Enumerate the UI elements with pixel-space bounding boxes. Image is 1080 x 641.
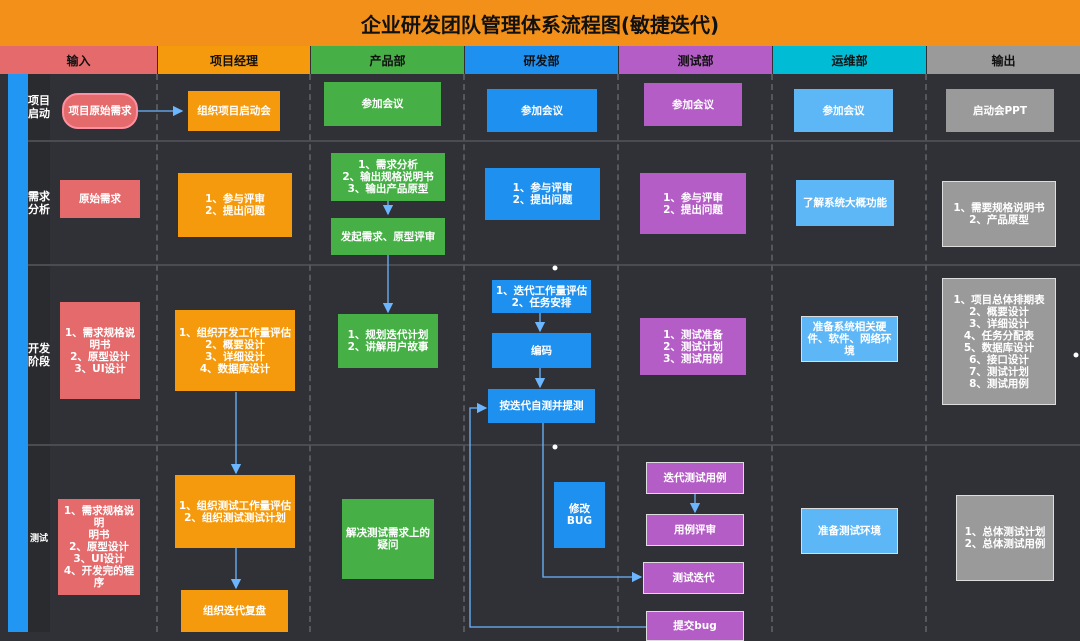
row-label-dev: 开发 阶段 bbox=[28, 266, 50, 444]
node-test-inputs: 1、需求规格说明 明书 2、原型设计 3、UI设计 4、开发完的程 序 bbox=[58, 499, 140, 595]
node-dev-inputs: 1、需求规格说 明书 2、原型设计 3、UI设计 bbox=[60, 302, 140, 399]
node-initiate-review: 发起需求、原型评审 bbox=[331, 218, 445, 255]
column-divider bbox=[309, 74, 311, 632]
node-raw-requirements: 原始需求 bbox=[60, 180, 140, 218]
column-header-output: 输出 bbox=[927, 46, 1080, 74]
node-resolve-test-questions: 解决测试需求上的 疑问 bbox=[342, 499, 434, 579]
node-test-preparation: 1、测试准备 2、测试计划 3、测试用例 bbox=[640, 318, 746, 375]
row-label-test: 测试 bbox=[28, 446, 50, 632]
column-header-product: 产品部 bbox=[311, 46, 465, 74]
node-iteration-plan: 1、规划迭代计划 2、讲解用户故事 bbox=[338, 314, 438, 368]
node-requirement-analysis: 1、需求分析 2、输出规格说明书 3、输出产品原型 bbox=[331, 153, 445, 201]
column-divider bbox=[925, 74, 927, 632]
node-self-test-submit: 按迭代自测并提测 bbox=[488, 389, 595, 423]
node-test-attend-meeting: 参加会议 bbox=[644, 83, 742, 126]
node-organize-kickoff: 组织项目启动会 bbox=[188, 91, 280, 131]
node-product-attend-meeting: 参加会议 bbox=[324, 82, 441, 126]
column-divider bbox=[617, 74, 619, 632]
column-header-dev: 研发部 bbox=[465, 46, 619, 74]
row-label-analysis: 需求 分析 bbox=[28, 142, 50, 264]
node-case-review: 用例评审 bbox=[646, 514, 744, 546]
left-strip bbox=[8, 74, 28, 632]
node-iteration-estimate: 1、迭代工作量评估 2、任务安排 bbox=[492, 280, 591, 313]
node-iteration-retrospective: 组织迭代复盘 bbox=[181, 590, 288, 632]
node-organize-dev-estimate: 1、组织开发工作量评估 2、概要设计 3、详细设计 4、数据库设计 bbox=[175, 310, 295, 391]
node-project-raw-requirements: 项目原始需求 bbox=[62, 93, 138, 129]
node-submit-bug: 提交bug bbox=[646, 611, 744, 641]
node-dev-review: 1、参与评审 2、提出问题 bbox=[485, 168, 600, 220]
node-organize-test-estimate: 1、组织测试工作量评估 2、组织测试测试计划 bbox=[175, 475, 295, 548]
column-header-ops: 运维部 bbox=[773, 46, 927, 74]
row-label-kickoff: 项目 启动 bbox=[28, 74, 50, 140]
page-title: 企业研发团队管理体系流程图(敏捷迭代) bbox=[0, 0, 1080, 46]
node-dev-attend-meeting: 参加会议 bbox=[487, 89, 597, 132]
node-fix-bug: 修改 BUG bbox=[554, 482, 605, 548]
column-header-pm: 项目经理 bbox=[158, 46, 311, 74]
column-divider bbox=[156, 74, 158, 632]
node-output-kickoff-ppt: 启动会PPT bbox=[946, 89, 1054, 132]
node-iteration-test-cases: 迭代测试用例 bbox=[646, 462, 744, 494]
node-test-review: 1、参与评审 2、提出问题 bbox=[640, 173, 746, 234]
node-ops-attend-meeting: 参加会议 bbox=[794, 89, 893, 132]
column-header-test: 测试部 bbox=[619, 46, 773, 74]
node-coding: 编码 bbox=[492, 333, 591, 368]
column-divider bbox=[463, 74, 465, 632]
node-prepare-environment: 准备系统相关硬 件、软件、网络环 境 bbox=[801, 316, 898, 362]
node-output-spec: 1、需要规格说明书 2、产品原型 bbox=[942, 181, 1056, 247]
row-divider bbox=[28, 264, 1080, 266]
node-output-test-plan: 1、总体测试计划 2、总体测试用例 bbox=[956, 495, 1054, 581]
column-header-input: 输入 bbox=[0, 46, 158, 74]
row-divider bbox=[28, 140, 1080, 142]
column-divider bbox=[771, 74, 773, 632]
node-ops-understand: 了解系统大概功能 bbox=[796, 180, 894, 226]
node-output-dev-docs: 1、项目总体排期表 2、概要设计 3、详细设计 4、任务分配表 5、数据库设计 … bbox=[942, 278, 1056, 405]
node-prepare-test-env: 准备测试环境 bbox=[801, 508, 898, 554]
node-test-iteration: 测试迭代 bbox=[643, 562, 744, 594]
node-pm-review: 1、参与评审 2、提出问题 bbox=[178, 173, 292, 237]
